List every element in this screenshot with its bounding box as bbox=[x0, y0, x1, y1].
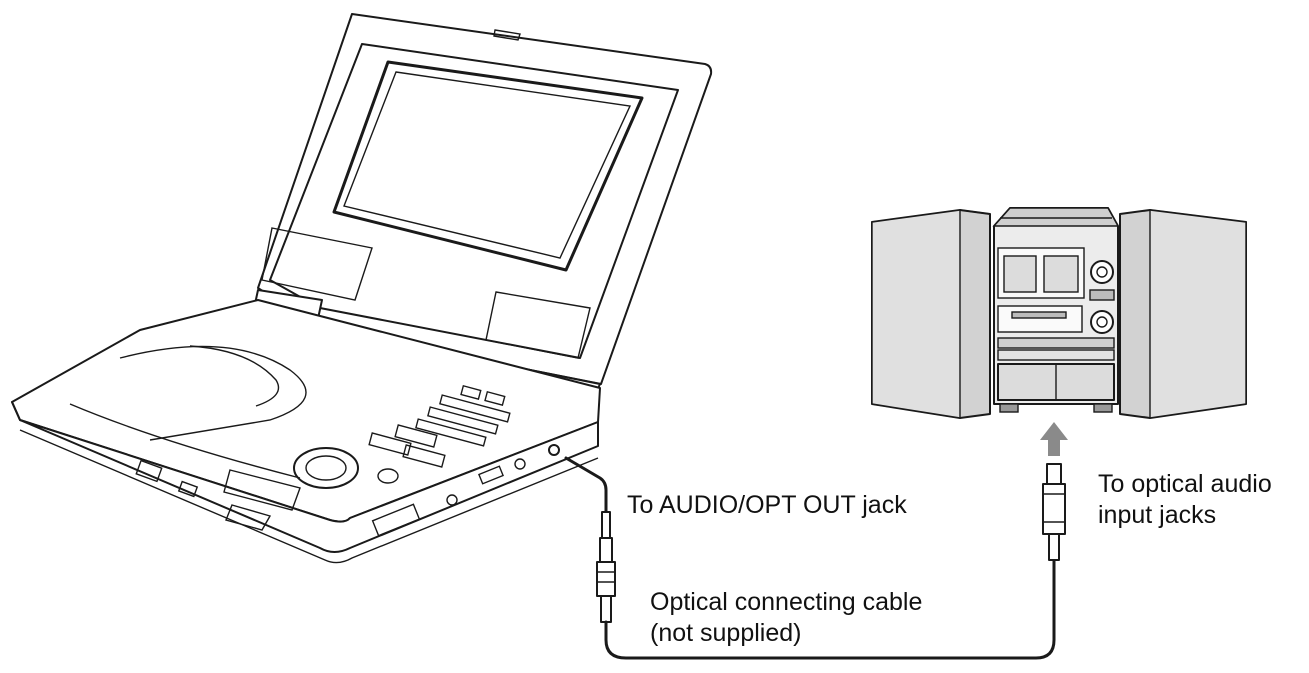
speaker-left bbox=[871, 209, 991, 419]
disc-compartment bbox=[119, 345, 307, 441]
optical-plug-player bbox=[596, 511, 616, 623]
speaker-right bbox=[1119, 209, 1247, 419]
optical-input-label: To optical audio input jacks bbox=[1098, 469, 1272, 531]
audio-opt-out-jack bbox=[548, 444, 560, 456]
player-screen bbox=[332, 60, 644, 272]
mini-stereo-system bbox=[871, 207, 1247, 419]
optical-cable bbox=[564, 422, 1068, 660]
optical-input-label-line1: To optical audio bbox=[1098, 470, 1272, 498]
optical-plug-stereo bbox=[1042, 463, 1066, 561]
optical-cable-label: Optical connecting cable (not supplied) bbox=[650, 587, 922, 649]
optical-input-label-line2: input jacks bbox=[1098, 501, 1217, 529]
insert-arrow bbox=[1040, 422, 1068, 456]
portable-dvd-player bbox=[11, 13, 713, 564]
cable-segment-player bbox=[564, 456, 608, 514]
lid-speaker-right bbox=[485, 291, 591, 359]
player-base-front bbox=[11, 401, 599, 553]
audio-opt-out-label: To AUDIO/OPT OUT jack bbox=[627, 491, 907, 519]
optical-cable-label-line2: (not supplied) bbox=[650, 619, 802, 647]
optical-cable-label-line1: Optical connecting cable bbox=[650, 588, 923, 616]
lid-inner-frame bbox=[269, 43, 679, 359]
control-panel bbox=[223, 384, 511, 531]
cable-segment-main bbox=[604, 558, 1056, 660]
lid-speaker-left bbox=[261, 227, 373, 301]
jog-dial bbox=[293, 447, 359, 489]
stereo-main-unit bbox=[992, 207, 1120, 413]
front-jacks bbox=[135, 444, 560, 537]
